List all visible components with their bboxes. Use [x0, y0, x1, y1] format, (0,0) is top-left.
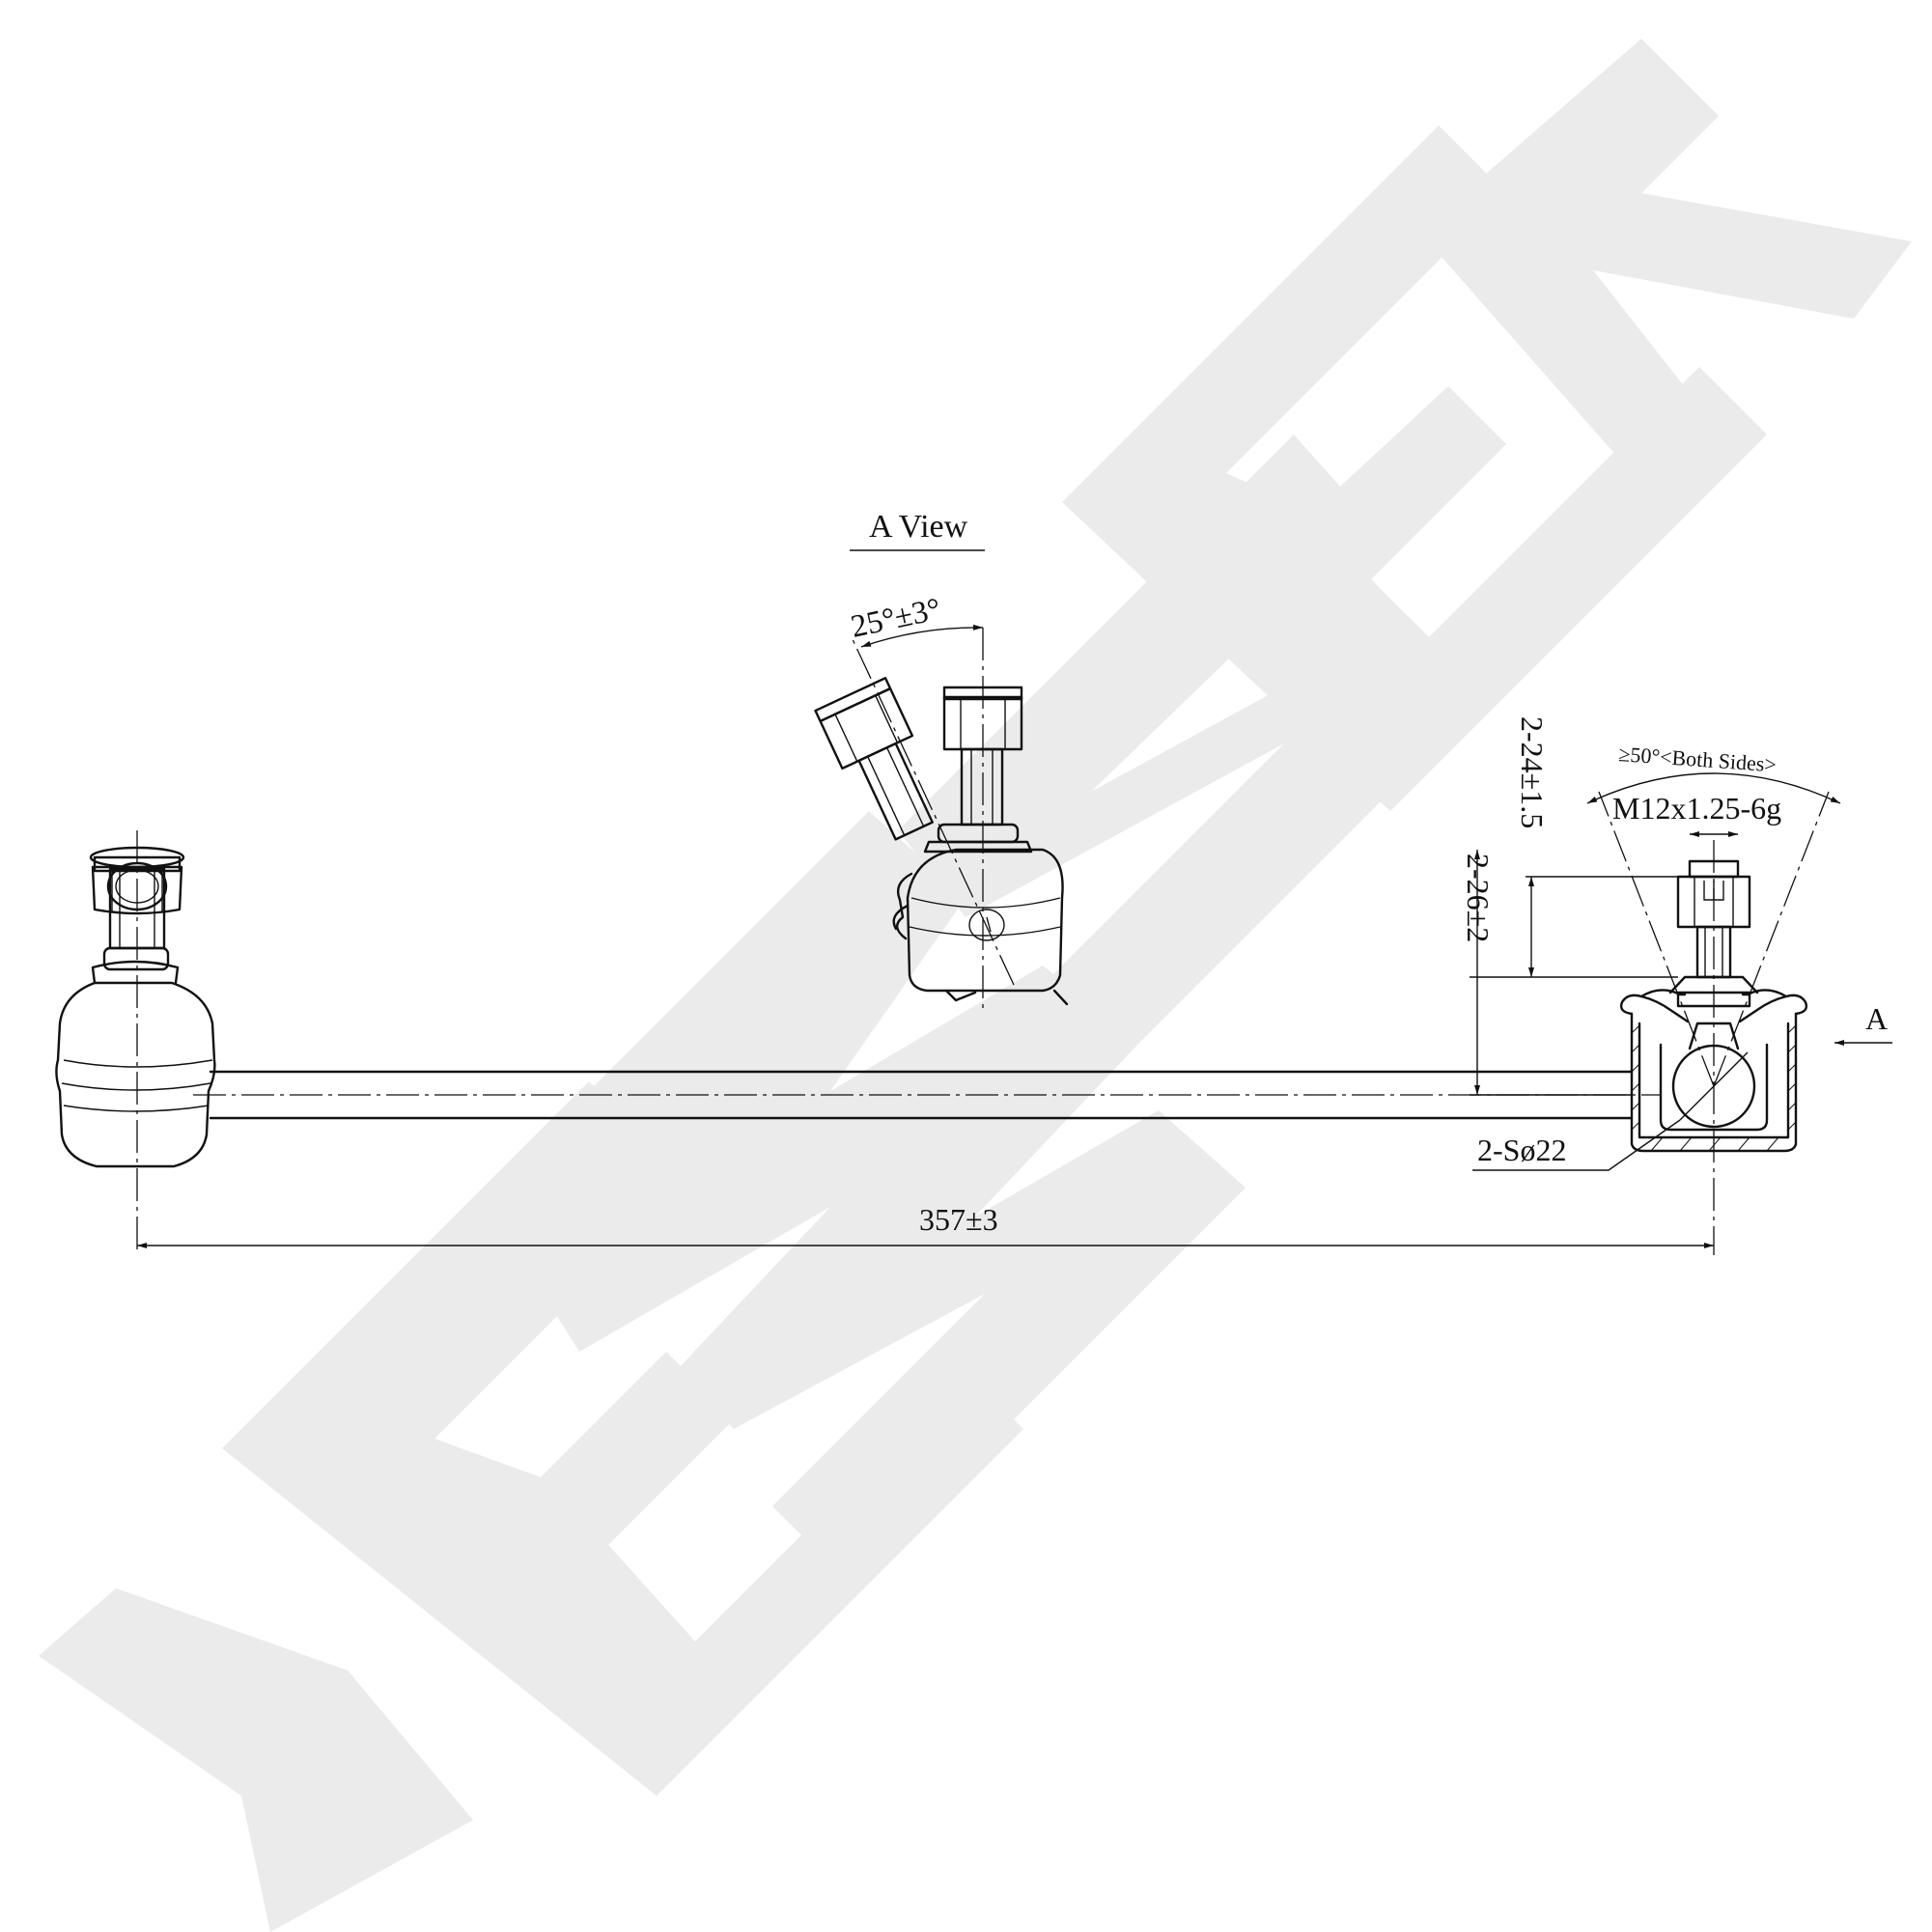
- view-arrow-label: A: [1865, 1001, 1888, 1036]
- stabilizer-bar: [193, 1070, 1661, 1120]
- swing-angle: ≥50°<Both Sides>: [1618, 742, 1778, 776]
- left-ball-joint: [55, 830, 216, 1255]
- stud-height-b: 2-26±2: [1461, 854, 1496, 942]
- a-view-ball-joint: [814, 624, 1069, 1014]
- dimension-lines: [137, 549, 1892, 1248]
- ball-diameter: 2-Sø22: [1477, 1133, 1566, 1167]
- thread-spec: M12x1.25-6g: [1612, 791, 1781, 826]
- right-ball-joint-section: [1598, 791, 1830, 1255]
- length-dimension: 357±3: [919, 1202, 998, 1237]
- stud-height-a: 2-24±1.5: [1515, 716, 1550, 828]
- a-view-title: A View: [869, 509, 968, 545]
- watermark-logo: [39, 39, 1912, 1932]
